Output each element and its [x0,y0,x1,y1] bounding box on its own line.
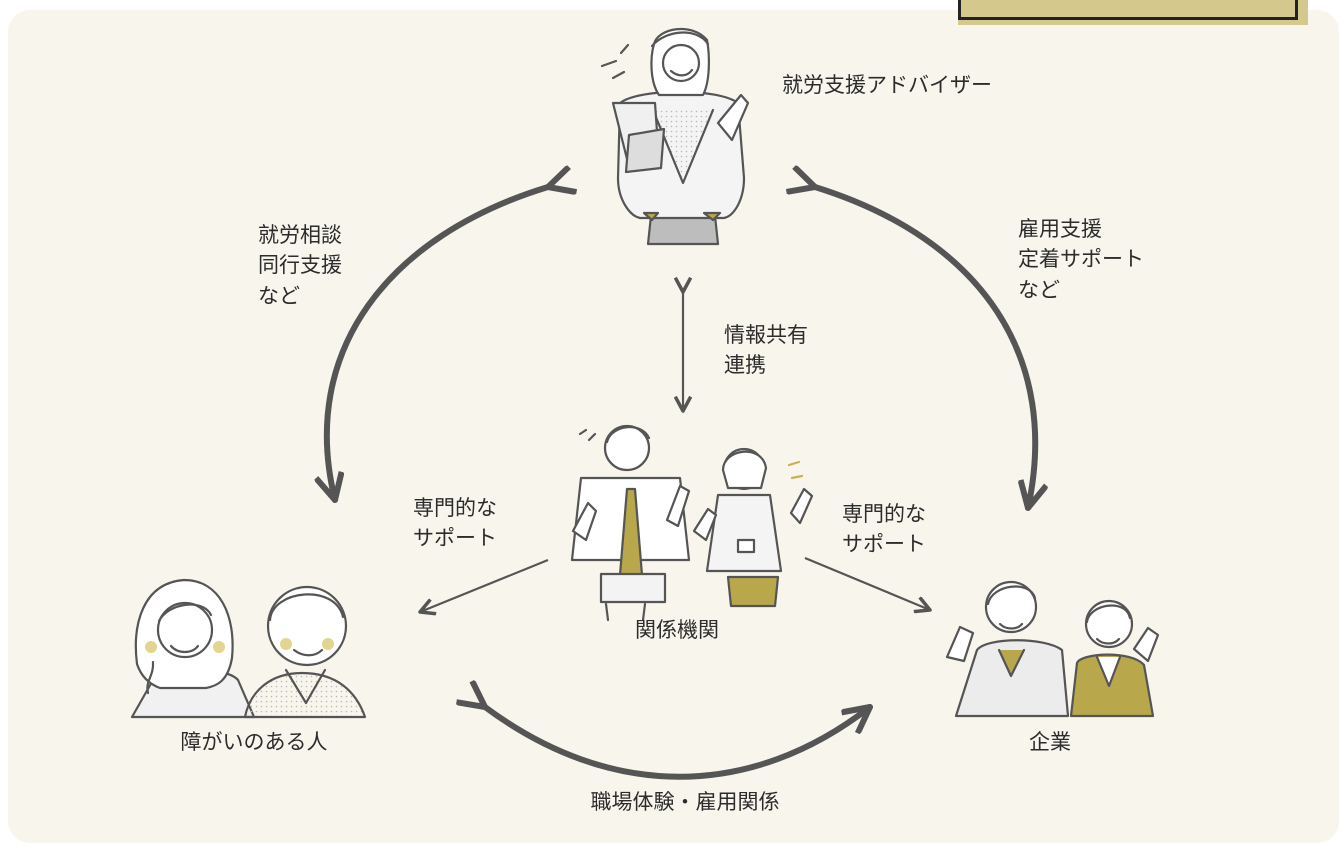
corner-frame [958,0,1298,20]
arrow-advisor-company [815,187,1035,508]
left-arc-label: 就労相談 同行支援 など [258,223,342,308]
person-label: 障がいのある人 [180,730,328,754]
agency-illustration [570,424,814,622]
arrow-advisor-person [327,187,548,500]
arrow-person-company [485,707,870,780]
company-label: 企業 [1029,730,1071,754]
company-illustration [945,580,1160,718]
agency-label: 関係機関 [635,618,719,642]
arrow-agency-company [804,556,930,610]
bottom-arc-label: 職場体験・雇用関係 [590,790,780,814]
arrow-agency-person [420,558,549,612]
to-person-label: 専門的な サポート [413,496,497,551]
corner-tab [958,0,1308,25]
person-illustration [130,578,367,719]
center-link-label: 情報共有 連携 [724,323,808,378]
to-company-label: 専門的な サポート [842,502,926,557]
advisor-illustration [600,27,750,246]
right-arc-label: 雇用支援 定着サポート など [1018,217,1144,302]
advisor-label: 就労支援アドバイザー [782,73,992,97]
